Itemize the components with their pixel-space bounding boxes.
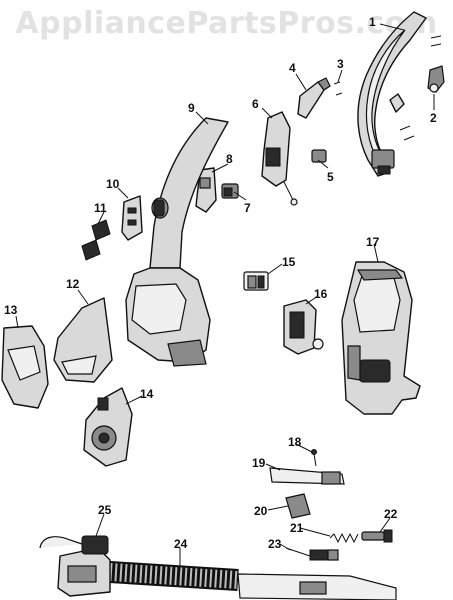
part-1-handle-housing[interactable] — [357, 11, 427, 177]
part-9-main-body[interactable] — [125, 117, 229, 367]
callout-19: 19 — [252, 456, 266, 470]
callout-24: 24 — [174, 537, 188, 551]
part-24-hose[interactable] — [39, 536, 397, 600]
callout-14: 14 — [140, 387, 154, 401]
part-2-latch[interactable] — [427, 65, 445, 93]
callout-6: 6 — [252, 97, 259, 111]
callout-20: 20 — [254, 504, 268, 518]
part-14-brush[interactable] — [83, 387, 133, 467]
callout-2: 2 — [430, 111, 437, 125]
part-12-nozzle[interactable] — [53, 297, 113, 383]
callout-4: 4 — [289, 61, 296, 75]
screws-top — [333, 35, 442, 141]
callout-23: 23 — [268, 537, 282, 551]
callout-22: 22 — [384, 507, 398, 521]
callout-17: 17 — [366, 235, 380, 249]
callout-1: 1 — [369, 15, 376, 29]
callout-9: 9 — [188, 101, 195, 115]
part-23-cable-end[interactable] — [285, 547, 339, 561]
part-10-pad[interactable] — [121, 195, 143, 241]
part-4-trigger[interactable] — [297, 77, 331, 119]
callout-12: 12 — [66, 277, 80, 291]
part-25-hose-connector[interactable] — [57, 535, 111, 597]
part-21-spring[interactable] — [329, 532, 359, 544]
callout-10: 10 — [106, 177, 120, 191]
part-18-screw[interactable] — [311, 449, 317, 467]
part-7-block[interactable] — [221, 183, 239, 199]
callout-3: 3 — [337, 57, 344, 71]
callout-8: 8 — [226, 152, 233, 166]
callout-labels: 1 2 3 4 5 6 7 8 9 10 11 12 13 14 15 16 1… — [4, 15, 437, 551]
callout-25: 25 — [98, 503, 112, 517]
part-6-bracket[interactable] — [261, 111, 298, 206]
callout-7: 7 — [244, 201, 251, 215]
callout-16: 16 — [314, 287, 328, 301]
callout-11: 11 — [94, 201, 107, 215]
callout-5: 5 — [327, 170, 334, 184]
callout-15: 15 — [282, 255, 296, 269]
part-16-pump[interactable] — [283, 299, 324, 355]
leader-lines — [15, 23, 435, 570]
callout-18: 18 — [288, 435, 302, 449]
part-11-pads[interactable] — [81, 219, 111, 261]
part-8-clip[interactable] — [195, 167, 217, 213]
part-17-tank-housing[interactable] — [341, 261, 421, 415]
part-13-shell[interactable] — [1, 325, 49, 409]
part-15-connector[interactable] — [243, 271, 269, 291]
callout-21: 21 — [290, 521, 304, 535]
part-20-clip[interactable] — [285, 493, 311, 519]
part-5-switch[interactable] — [311, 149, 327, 163]
callout-13: 13 — [4, 303, 18, 317]
part-19-rail[interactable] — [269, 467, 345, 485]
part-22-pin[interactable] — [361, 529, 393, 543]
